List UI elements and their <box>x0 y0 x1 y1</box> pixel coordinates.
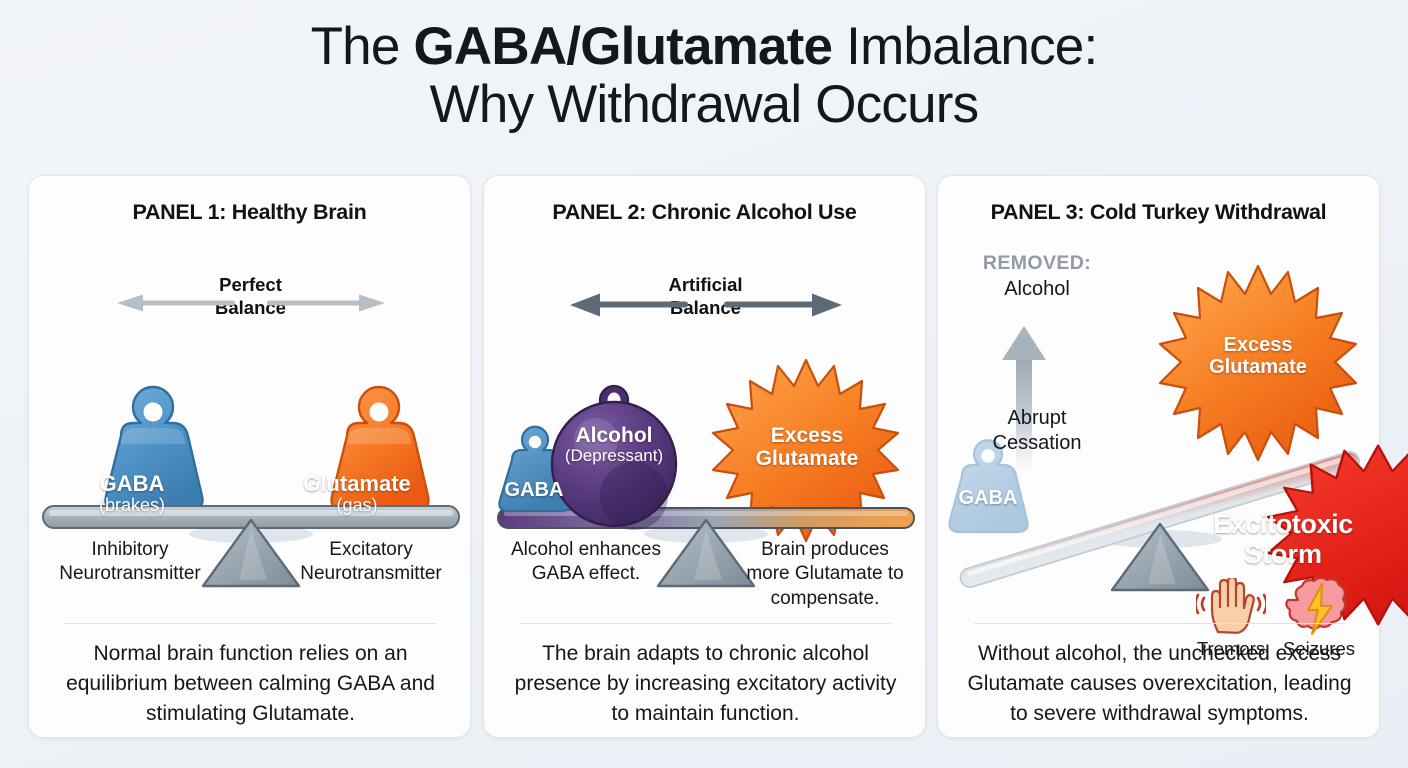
page-title: The GABA/Glutamate Imbalance: Why Withdr… <box>0 18 1408 134</box>
panel1-balance-indicator: Perfect Balance <box>29 274 472 332</box>
abrupt-line2: Cessation <box>992 432 1082 454</box>
panel2-illustration: Artificial Balance <box>484 234 927 624</box>
panel2-caption: The brain adapts to chronic alcohol pres… <box>514 642 897 725</box>
removed-heading: REMOVED: <box>982 252 1092 274</box>
arrow-left-icon <box>117 294 235 312</box>
panel2-balance-scale <box>497 358 915 588</box>
fulcrum <box>656 518 756 588</box>
balance-beam <box>959 451 1361 588</box>
note-alcohol-enhances: Alcohol enhances GABA effect. <box>511 539 661 585</box>
balance-label-line1: Perfect <box>219 274 282 295</box>
panel1-balance-scale <box>42 385 460 588</box>
panel-cold-turkey-withdrawal: PANEL 3: Cold Turkey Withdrawal <box>937 175 1408 738</box>
weight-alcohol-sphere <box>550 384 678 530</box>
arrow-right-icon <box>267 294 385 312</box>
alcohol-sphere-body <box>550 400 678 528</box>
arrow-left-icon <box>570 293 688 317</box>
title-post: Imbalance: <box>832 17 1098 76</box>
balance-label-line1: Artificial <box>668 274 743 295</box>
abrupt-cessation-label: Abrupt Cessation <box>950 406 1124 456</box>
panel2-balance-indicator: Artificial Balance <box>484 274 927 332</box>
panel3-title: PANEL 3: Cold Turkey Withdrawal <box>990 200 1327 224</box>
inhibitory-line2: Neurotransmitter <box>59 562 201 584</box>
burst-excitotoxic-storm <box>1266 444 1408 626</box>
abrupt-line1: Abrupt <box>1007 407 1067 429</box>
panel3-balance-scale <box>948 264 1408 626</box>
panel2-balance-label: Artificial Balance <box>484 274 927 320</box>
note-brain-produces: Brain produces more Glutamate to compens… <box>746 539 904 609</box>
panel-chronic-alcohol-use: PANEL 2: Chronic Alcohol Use Artificial … <box>483 175 926 738</box>
title-line2: Why Withdrawal Occurs <box>429 74 979 134</box>
excitatory-line1: Excitatory <box>329 539 413 560</box>
panel1-title: PANEL 1: Healthy Brain <box>132 200 367 224</box>
panel1-divider <box>65 623 436 624</box>
panel2-divider <box>520 623 891 624</box>
weight-gaba-faded <box>948 439 1029 534</box>
abrupt-cessation-arrow-icon <box>1002 326 1046 472</box>
weight-gaba <box>104 385 204 512</box>
weight-glutamate <box>330 385 430 512</box>
seizures-brain-icon <box>1285 578 1347 635</box>
excitatory-line2: Neurotransmitter <box>300 562 442 584</box>
arrow-right-icon <box>724 293 842 317</box>
panel3-caption: Without alcohol, the unchecked excess Gl… <box>967 642 1352 725</box>
burst-excess-glutamate <box>1158 264 1358 462</box>
removed-substance: Alcohol <box>1004 278 1070 300</box>
seizures-label: Seizures <box>1283 638 1355 659</box>
fulcrum <box>1110 522 1210 592</box>
fulcrum <box>201 518 301 588</box>
title-bold: GABA/Glutamate <box>413 17 833 76</box>
title-pre: The <box>310 17 414 76</box>
balance-label-line2: Balance <box>670 296 741 318</box>
excitatory-descriptor: Excitatory Neurotransmitter <box>278 538 464 585</box>
tremors-hand-icon <box>1196 578 1266 634</box>
tremors-label: Tremors <box>1196 638 1266 659</box>
panel3-illustration: REMOVED: Alcohol Abrupt Cessation GABA E… <box>938 234 1408 659</box>
panel2-title: PANEL 2: Chronic Alcohol Use <box>552 200 857 224</box>
weight-gaba <box>498 425 572 513</box>
panel1-caption: Normal brain function relies on an equil… <box>66 642 435 725</box>
burst-excess-glutamate <box>711 358 900 543</box>
panel3-divider <box>974 623 1345 624</box>
panel1-illustration: Perfect Balance <box>29 234 472 624</box>
inhibitory-line1: Inhibitory <box>91 539 169 560</box>
panel-healthy-brain: PANEL 1: Healthy Brain Perfect Balance <box>28 175 471 738</box>
inhibitory-descriptor: Inhibitory Neurotransmitter <box>37 538 223 585</box>
